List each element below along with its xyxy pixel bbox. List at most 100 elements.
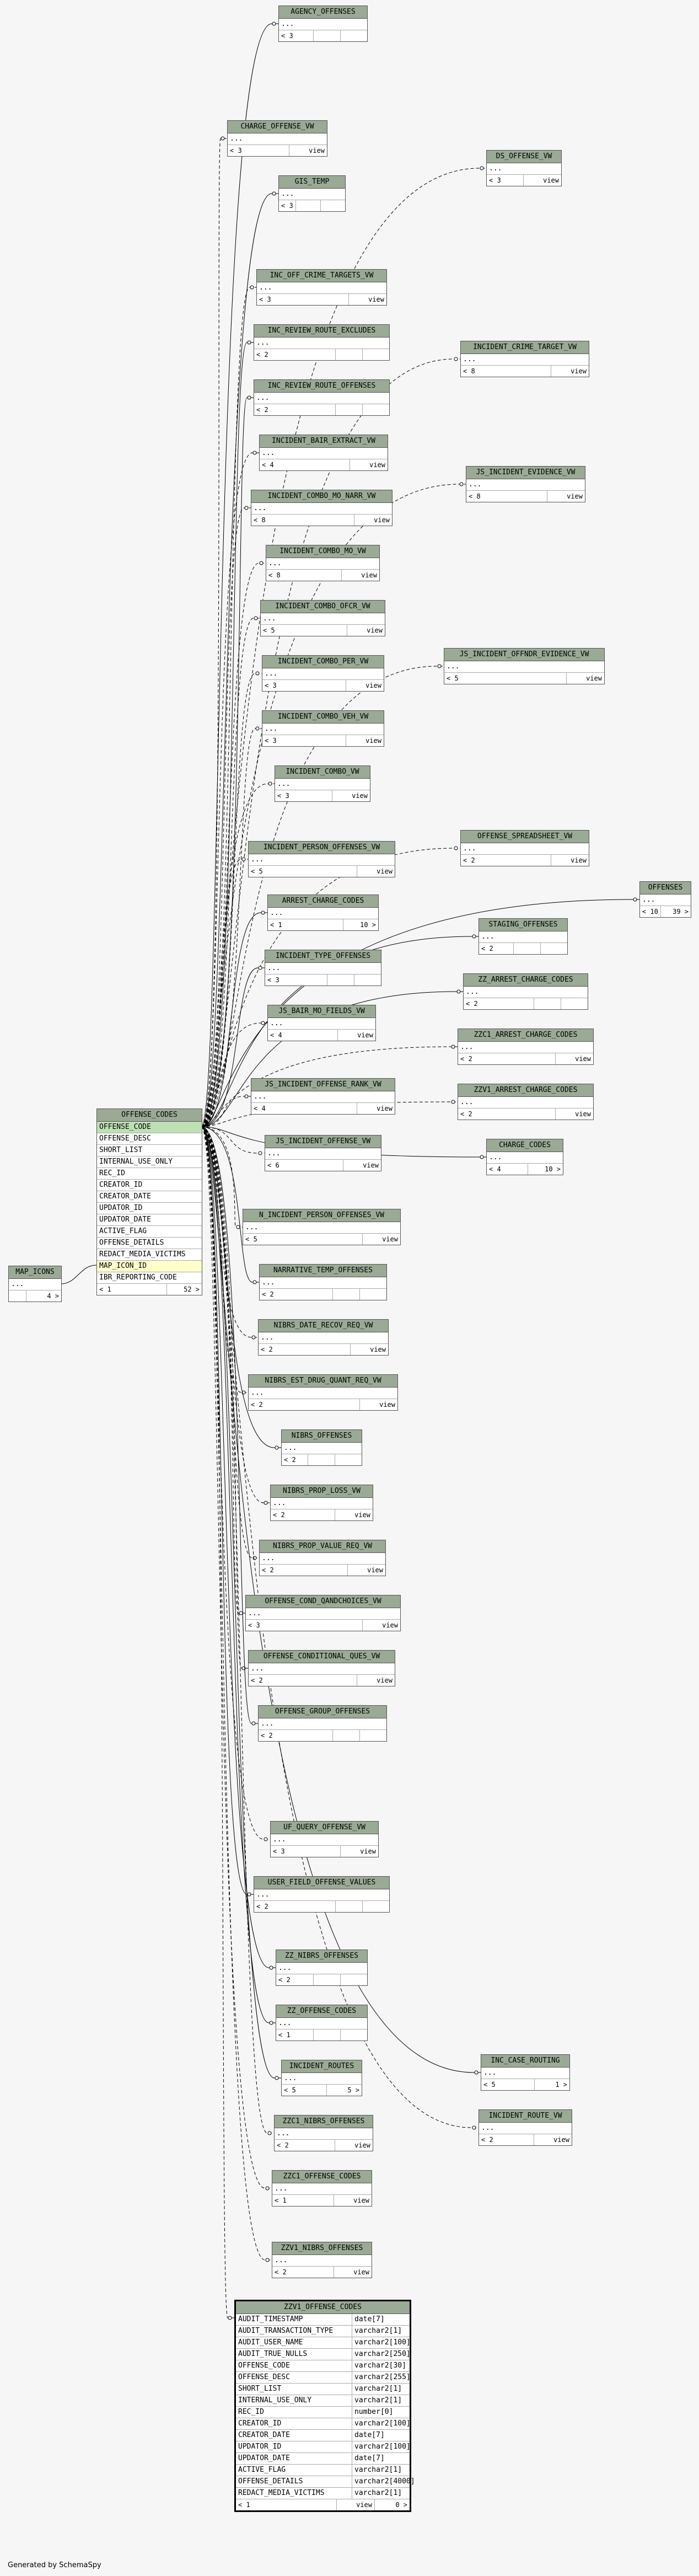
table-name[interactable]: INCIDENT_CRIME_TARGET_VW	[461, 341, 589, 354]
table-name[interactable]: INCIDENT_COMBO_MO_NARR_VW	[251, 490, 392, 503]
table-name[interactable]: MAP_ICONS	[9, 1266, 61, 1279]
table-staging-offenses[interactable]: STAGING_OFFENSES...< 2	[478, 918, 568, 955]
table-name[interactable]: AGENCY_OFFENSES	[279, 6, 367, 19]
table-name[interactable]: CHARGE_OFFENSE_VW	[228, 121, 327, 133]
table-map-icons[interactable]: MAP_ICONS...4 >	[8, 1266, 62, 1302]
table-name[interactable]: INCIDENT_TYPE_OFFENSES	[265, 950, 381, 963]
table-name[interactable]: INCIDENT_COMBO_MO_VW	[266, 545, 379, 558]
table-name[interactable]: INC_CASE_ROUTING	[481, 2055, 569, 2068]
table-name[interactable]: JS_INCIDENT_OFFENSE_RANK_VW	[251, 1079, 395, 1091]
table-name[interactable]: ZZ_NIBRS_OFFENSES	[276, 1950, 367, 1963]
table-name[interactable]: ZZV1_OFFENSE_CODES	[236, 2301, 410, 2314]
table-name[interactable]: NIBRS_EST_DRUG_QUANT_REQ_VW	[249, 1375, 397, 1388]
table-nibrs-offenses[interactable]: NIBRS_OFFENSES...< 2	[281, 1429, 362, 1466]
table-name[interactable]: INCIDENT_ROUTE_VW	[479, 2110, 572, 2123]
table-name[interactable]: ZZC1_OFFENSE_CODES	[272, 2171, 372, 2183]
table-gis-temp[interactable]: GIS_TEMP...< 3	[278, 175, 346, 212]
table-name[interactable]: UF_QUERY_OFFENSE_VW	[271, 1822, 378, 1834]
table-name[interactable]: INC_REVIEW_ROUTE_OFFENSES	[254, 380, 389, 393]
table-narrative-temp-offenses[interactable]: NARRATIVE_TEMP_OFFENSES...< 2	[259, 1264, 387, 1300]
table-name[interactable]: OFFENSE_CODES	[97, 1109, 202, 1122]
table-name[interactable]: JS_BAIR_MO_FIELDS_VW	[268, 1005, 375, 1018]
table-name[interactable]: INCIDENT_COMBO_VW	[275, 766, 370, 779]
table-name[interactable]: NARRATIVE_TEMP_OFFENSES	[260, 1265, 386, 1277]
table-name[interactable]: ZZC1_NIBRS_OFFENSES	[275, 2116, 373, 2128]
table-name[interactable]: ARREST_CHARGE_CODES	[268, 895, 378, 908]
table-name[interactable]: OFFENSE_CONDITIONAL_QUES_VW	[249, 1651, 395, 1663]
table-name[interactable]: OFFENSE_SPREADSHEET_VW	[461, 831, 589, 843]
table-name[interactable]: INCIDENT_PERSON_OFFENSES_VW	[249, 842, 395, 854]
table-name[interactable]: ZZ_ARREST_CHARGE_CODES	[464, 974, 588, 987]
table-name[interactable]: NIBRS_PROP_LOSS_VW	[271, 1485, 373, 1498]
table-zz-offense-codes[interactable]: ZZ_OFFENSE_CODES...< 1	[276, 2005, 368, 2041]
table-name[interactable]: OFFENSE_COND_QANDCHOICES_VW	[246, 1595, 400, 1608]
table-zz-arrest-charge-codes[interactable]: ZZ_ARREST_CHARGE_CODES...< 2	[463, 973, 588, 1010]
table-name[interactable]: INC_REVIEW_ROUTE_EXCLUDES	[254, 325, 389, 338]
table-name[interactable]: ZZ_OFFENSE_CODES	[276, 2005, 367, 2018]
table-name[interactable]: INC_OFF_CRIME_TARGETS_VW	[257, 270, 386, 282]
table-name[interactable]: USER_FIELD_OFFENSE_VALUES	[254, 1877, 389, 1889]
table-inc-review-route-excludes[interactable]: INC_REVIEW_ROUTE_EXCLUDES...< 2	[254, 324, 390, 361]
table-name[interactable]: NIBRS_OFFENSES	[282, 1430, 362, 1443]
table-name[interactable]: NIBRS_DATE_RECOV_REQ_VW	[259, 1320, 388, 1332]
table-inc-review-route-offenses[interactable]: INC_REVIEW_ROUTE_OFFENSES...< 2	[254, 379, 390, 416]
table-name[interactable]: N_INCIDENT_PERSON_OFFENSES_VW	[243, 1209, 400, 1222]
table-agency-offenses[interactable]: AGENCY_OFFENSES...< 3	[278, 6, 368, 42]
table-name[interactable]: ZZC1_ARREST_CHARGE_CODES	[458, 1029, 593, 1042]
table-name[interactable]: INCIDENT_COMBO_OFCR_VW	[261, 601, 385, 613]
table-name[interactable]: DS_OFFENSE_VW	[487, 151, 561, 163]
table-zz-nibrs-offenses[interactable]: ZZ_NIBRS_OFFENSES...< 2	[276, 1950, 368, 1986]
table-name[interactable]: INCIDENT_COMBO_PER_VW	[262, 656, 384, 668]
table-name[interactable]: ZZV1_ARREST_CHARGE_CODES	[458, 1084, 593, 1097]
table-name[interactable]: INCIDENT_COMBO_VEH_VW	[262, 711, 384, 724]
table-offense-group-offenses[interactable]: OFFENSE_GROUP_OFFENSES...< 2	[258, 1705, 387, 1742]
table-name[interactable]: JS_INCIDENT_OFFENSE_VW	[265, 1136, 381, 1148]
table-name[interactable]: CHARGE_CODES	[487, 1139, 563, 1152]
table-name[interactable]: ZZV1_NIBRS_OFFENSES	[272, 2242, 372, 2255]
table-name[interactable]: STAGING_OFFENSES	[479, 919, 567, 931]
table-name[interactable]: JS_INCIDENT_OFFNDR_EVIDENCE_VW	[444, 649, 604, 661]
table-name[interactable]: NIBRS_PROP_VALUE_REQ_VW	[260, 1540, 385, 1553]
table-name[interactable]: OFFENSE_GROUP_OFFENSES	[259, 1706, 386, 1718]
table-name[interactable]: INCIDENT_BAIR_EXTRACT_VW	[260, 435, 388, 448]
table-name[interactable]: JS_INCIDENT_EVIDENCE_VW	[466, 467, 585, 479]
table-name[interactable]: INCIDENT_ROUTES	[282, 2060, 362, 2073]
